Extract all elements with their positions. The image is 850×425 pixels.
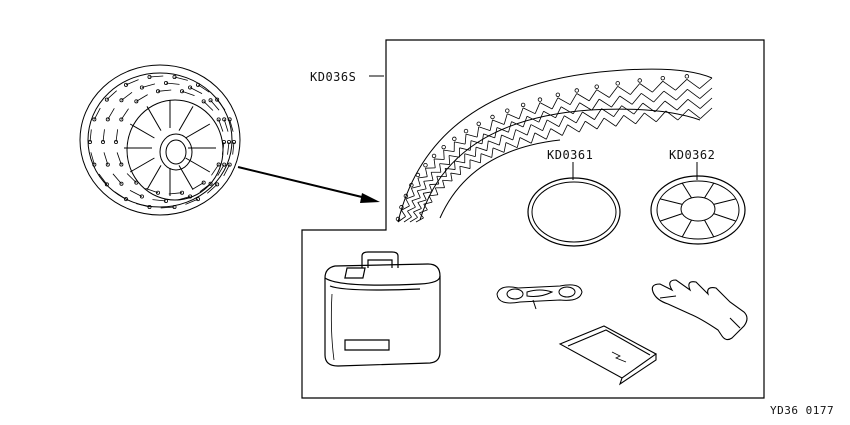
kit-part-number: KD036S [310,70,357,84]
ring-part-number: KD0361 [547,148,594,162]
parts-panel-frame [302,40,764,398]
figure-code: YD36 0177 [770,404,835,417]
storage-case-icon [325,252,440,366]
tire-with-snow-net-icon [80,65,240,215]
snow-net-icon [396,69,712,222]
tension-ring-icon [528,162,620,246]
glove-icon [652,280,747,340]
pointer-arrow [238,167,380,203]
spoke-disc-icon [651,162,745,244]
disc-part-number: KD0362 [669,148,716,162]
ground-sheet-icon [560,326,656,384]
fastening-tool-icon [497,285,582,309]
